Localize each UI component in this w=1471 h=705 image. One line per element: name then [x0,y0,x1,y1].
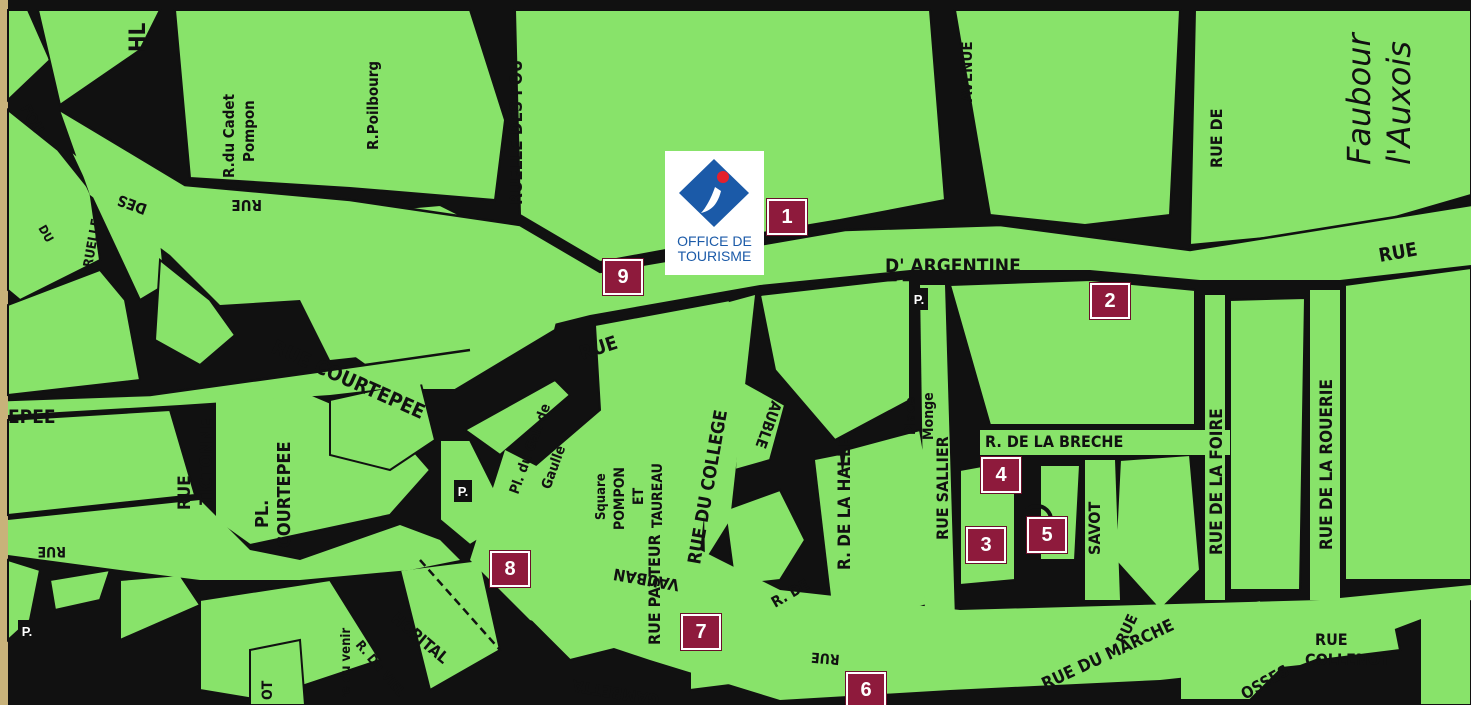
district-label-auxois: l'Auxois [1380,41,1418,165]
street-label-pompon: Pompon [240,100,258,162]
street-label-collenot: COLLENOT [1305,650,1390,669]
place-label-courtepee: COURTEPEE [274,441,295,548]
street-label-r-de-la-breche: R. DE LA BRECHE [985,432,1123,451]
street-label-avenue: AVENUE [958,41,976,102]
street-label-avenir: re du venir [339,628,354,700]
place-label-taureau: TAUREAU [650,463,666,528]
map-marker-3[interactable]: 3 [966,527,1006,563]
map-marker-4[interactable]: 4 [981,457,1021,493]
street-label-rue-de-la-foire: RUE DE LA FOIRE [1207,408,1227,555]
tourism-office-line2: TOURISME [677,248,752,264]
street-label-r-du-cadet: R.du Cadet [220,93,238,178]
map-marker-8[interactable]: 8 [490,551,530,587]
place-label-pompon: POMPON [612,467,628,530]
map-marker-6[interactable]: 6 [846,672,886,705]
place-label-monge: Monge [921,392,937,440]
parking-sign: P. [454,480,472,502]
street-label-ruelle-des-fou: RUELLE DES FOU [507,60,527,205]
street-label-rue-de-top: RUE DE [1207,109,1226,168]
place-label-place: Place [903,397,919,435]
street-label-rue-pasteur: RUE PASTEUR [645,534,664,645]
street-label-savot: SAVOT [1085,501,1104,555]
street-label-rue-tictonne: RUE [175,475,195,510]
place-label-pl: PL. [252,500,273,528]
street-label-rue-de-la-halle: R. DE LA HALLE [835,437,855,570]
parking-sign: P. [18,620,36,642]
tourism-office-logo[interactable]: OFFICE DE TOURISME [665,151,764,275]
district-label-faubourg: Faubour [1340,32,1378,165]
place-label-et: ET [631,487,647,505]
street-label-rue-sallier: RUE SALLIER [933,436,952,540]
street-label-rue-bottom: RUE [811,649,841,667]
map-marker-7[interactable]: 7 [681,614,721,650]
map-marker-1[interactable]: 1 [767,199,807,235]
street-label-rue-de-la-rouerie: RUE DE LA ROUERIE [1317,379,1337,550]
street-label-d-argentine: D' ARGENTINE [885,255,1021,277]
street-label-epee: EPEE [8,406,56,428]
street-label-hl: HL [126,22,151,52]
street-label-ot: OT [260,680,276,700]
parking-sign: P. [910,288,928,310]
map-marker-9[interactable]: 9 [603,259,643,295]
street-label-rue-top-left: RUE [231,196,262,214]
map-marker-2[interactable]: 2 [1090,283,1130,319]
tourism-office-line1: OFFICE DE [677,233,752,249]
street-label-rue-collenot: RUE [1315,630,1348,649]
tourism-office-text: OFFICE DE TOURISME [665,234,764,264]
info-icon [679,159,749,227]
map-marker-5[interactable]: 5 [1027,517,1067,553]
street-label-r-poilbourg: R.Poilbourg [364,61,382,150]
place-label-square: Square [594,473,609,520]
street-label-tictonne: TICTONNE [197,418,217,505]
street-label-rue-left: RUE [37,543,66,559]
